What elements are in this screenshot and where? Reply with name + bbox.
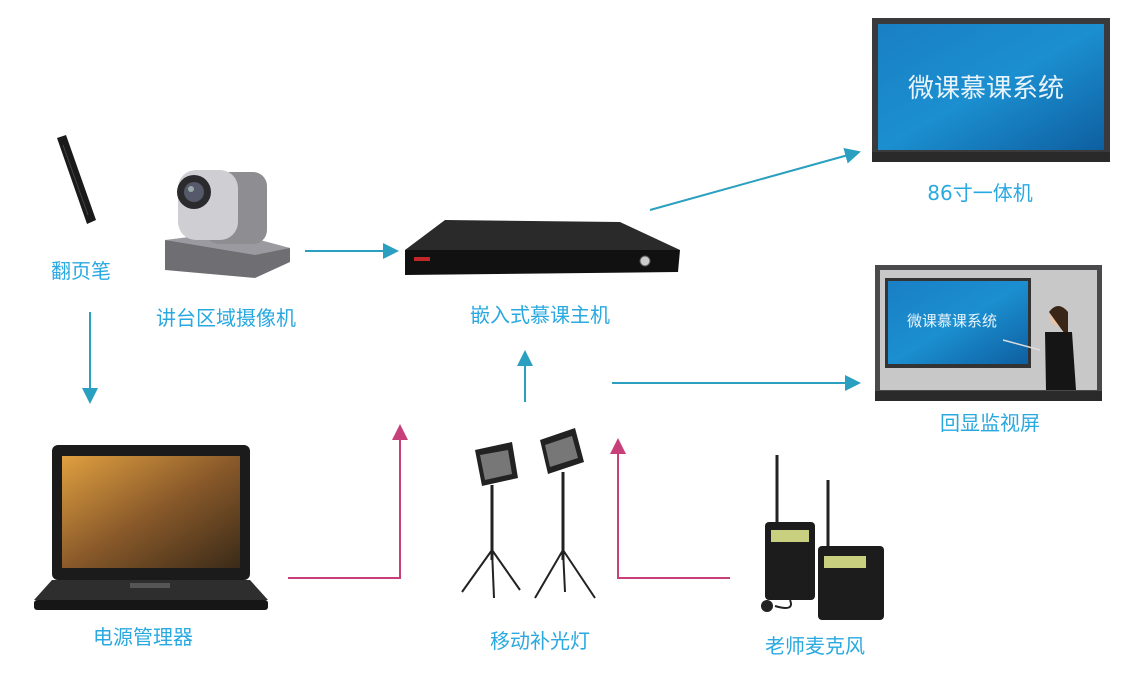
arrow-mic-to-host <box>610 438 730 579</box>
ptz-camera-icon <box>165 170 290 278</box>
monitor-screen-text: 微课慕课系统 <box>906 312 998 330</box>
laptop-icon <box>34 445 268 610</box>
pen-label: 翻页笔 <box>51 259 111 283</box>
monitor-label: 回显监视屏 <box>940 411 1040 435</box>
display-label: 86寸一体机 <box>927 181 1033 205</box>
fill-light-icon <box>461 428 596 599</box>
display-icon <box>872 18 1110 162</box>
display-screen-text: 微课慕课系统 <box>907 74 1065 104</box>
presenter-pen-icon <box>57 135 96 224</box>
wireless-mic-icon <box>761 455 884 620</box>
mic-label: 老师麦克风 <box>765 634 865 658</box>
laptop-label: 电源管理器 <box>93 625 193 649</box>
monitor-icon <box>875 265 1102 401</box>
host-box-icon <box>405 220 680 275</box>
arrows <box>82 148 861 579</box>
arrow-laptop-to-host <box>288 424 408 579</box>
camera-label: 讲台区域摄像机 <box>156 306 296 330</box>
host-label: 嵌入式慕课主机 <box>470 303 610 327</box>
arrow-host-to-display <box>649 148 861 211</box>
lights-label: 移动补光灯 <box>490 629 590 653</box>
